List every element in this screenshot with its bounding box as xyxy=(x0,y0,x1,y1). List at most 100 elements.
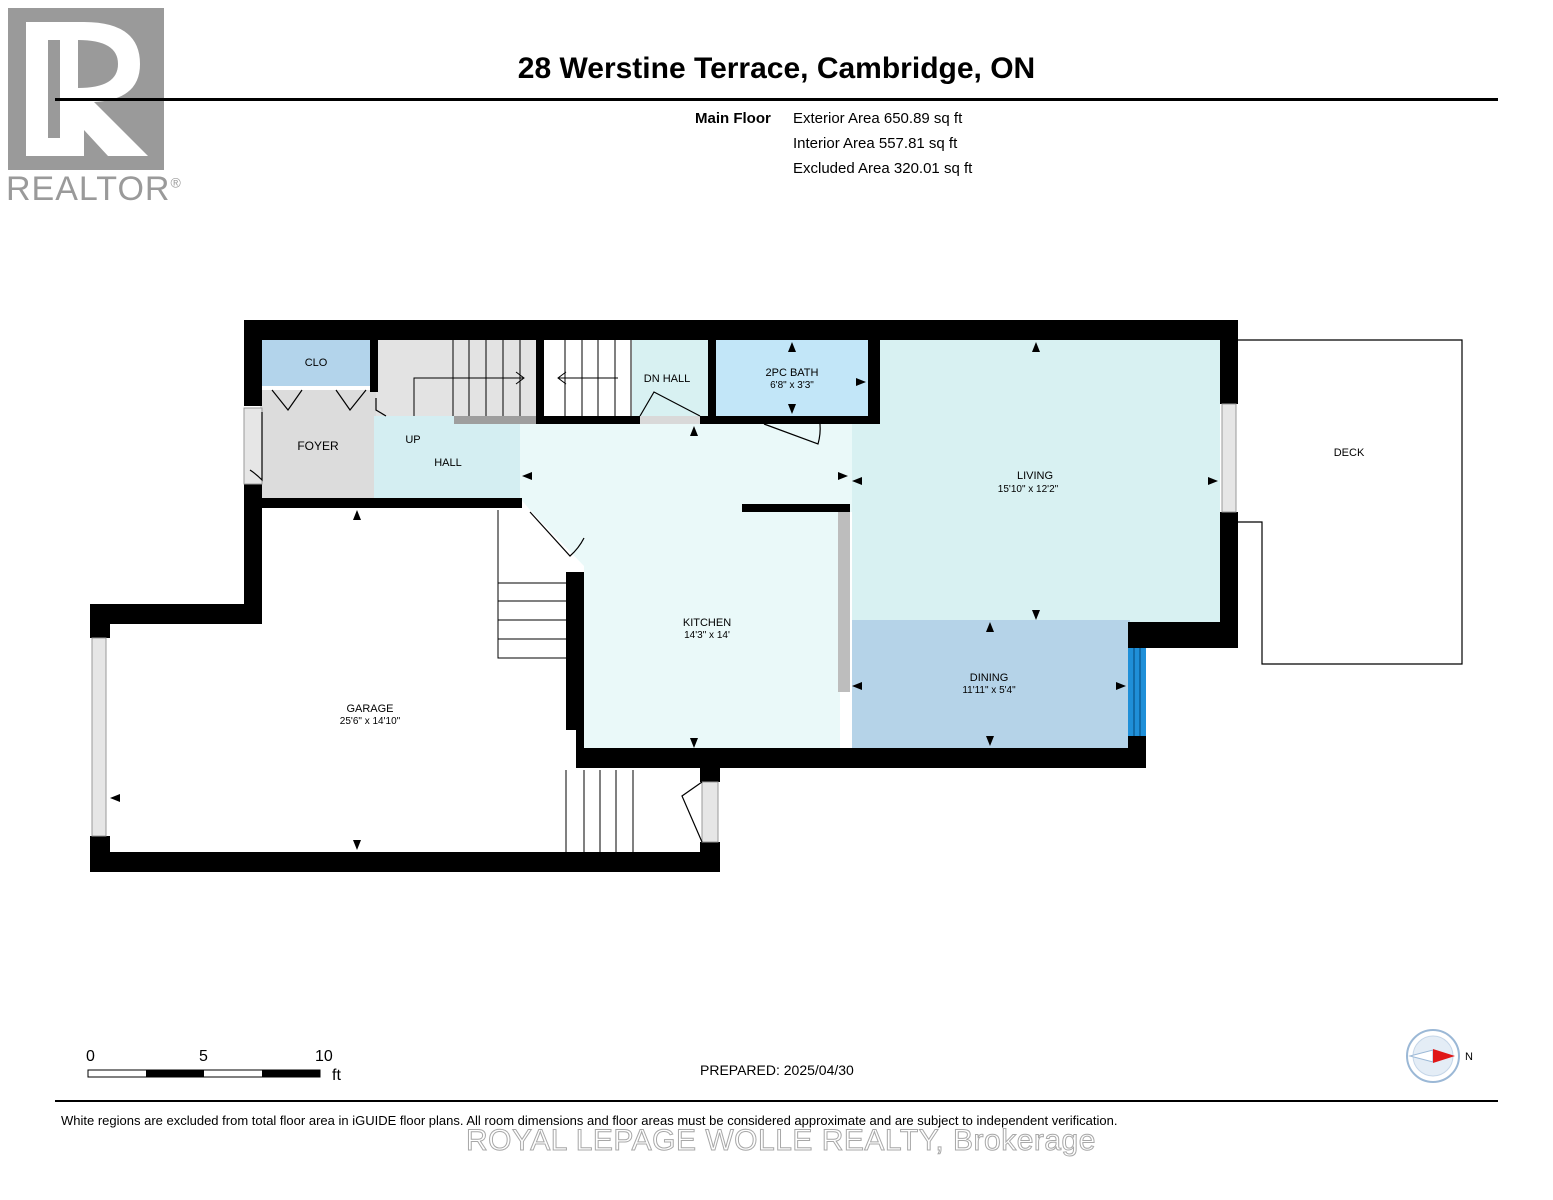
door-swing xyxy=(639,391,701,417)
dimension-tick xyxy=(110,794,120,802)
dimension-tick xyxy=(838,472,848,480)
room-label-kitchen: KITCHEN xyxy=(683,617,731,629)
room-label-foyer: FOYER xyxy=(297,439,339,453)
wall xyxy=(1220,512,1238,648)
wall xyxy=(262,498,522,508)
room-label-deck: DECK xyxy=(1334,447,1365,459)
wall xyxy=(244,484,262,608)
brokerage-watermark: ROYAL LEPAGE WOLLE REALTY, Brokerage xyxy=(466,1124,1096,1158)
dimension-tick xyxy=(856,378,866,386)
door-swing xyxy=(763,423,821,445)
clo-region xyxy=(262,338,370,386)
room-label-dining: DINING xyxy=(970,672,1009,684)
wall xyxy=(700,416,880,424)
dimension-tick xyxy=(1208,477,1218,485)
wall xyxy=(566,572,584,730)
room-label-garage: GARAGE xyxy=(346,703,393,715)
dimension-tick xyxy=(353,840,361,850)
door-swing xyxy=(375,398,387,417)
window xyxy=(640,416,700,424)
scale-label-10: 10 xyxy=(315,1048,333,1065)
room-dims-dining: 11'11" x 5'4" xyxy=(962,685,1016,696)
living-region xyxy=(852,338,1220,624)
deck-outline xyxy=(1238,339,1463,665)
wall xyxy=(868,340,880,424)
dimension-tick xyxy=(1032,610,1040,620)
dining-region xyxy=(852,620,1130,748)
realtor-wordmark: REALTOR® xyxy=(6,170,182,209)
window xyxy=(454,416,536,424)
dimension-tick xyxy=(690,426,698,436)
compass-north-label: N xyxy=(1465,1051,1473,1063)
door-swing xyxy=(249,412,263,482)
realtor-text: REALTOR xyxy=(6,170,171,208)
wall xyxy=(700,768,720,782)
scale-bar: ft xyxy=(87,1067,341,1084)
scale-unit: ft xyxy=(332,1067,341,1084)
prepared-date: PREPARED: 2025/04/30 xyxy=(700,1062,854,1078)
door-swing xyxy=(681,781,703,843)
dimension-tick xyxy=(1032,342,1040,352)
dimension-tick xyxy=(788,404,796,414)
wall xyxy=(244,320,1238,340)
dn-hall-region xyxy=(632,338,708,424)
wall xyxy=(708,340,716,424)
header-divider xyxy=(55,98,1498,101)
scale-label-0: 0 xyxy=(86,1048,95,1065)
footer-divider xyxy=(55,1100,1498,1102)
stair-area-region xyxy=(376,338,536,416)
stair-label-up: UP xyxy=(405,434,420,446)
window xyxy=(1128,648,1146,736)
room-label-bath: 2PC BATH xyxy=(766,367,819,379)
wall xyxy=(1128,622,1238,648)
page-title: 28 Werstine Terrace, Cambridge, ON xyxy=(517,52,1036,85)
wall xyxy=(90,604,110,638)
room-label-living: LIVING xyxy=(1017,470,1053,482)
wall xyxy=(700,842,720,872)
window xyxy=(91,637,107,837)
room-label-dn-hall: DN HALL xyxy=(644,373,690,385)
stair-up-arrowhead xyxy=(515,371,525,385)
compass-icon: N xyxy=(1406,1029,1473,1083)
window xyxy=(1221,403,1237,513)
window xyxy=(701,781,719,843)
wall xyxy=(1220,320,1238,404)
dimension-tick xyxy=(852,682,862,690)
dimension-tick xyxy=(788,342,796,352)
scale-label-5: 5 xyxy=(199,1048,208,1065)
floor-label: Main Floor xyxy=(695,110,771,127)
dimension-tick xyxy=(522,472,532,480)
wall xyxy=(838,504,850,512)
exterior-area: Exterior Area 650.89 sq ft xyxy=(793,110,963,127)
dimension-tick xyxy=(986,622,994,632)
stair-up-arrow xyxy=(413,377,524,416)
dimension-tick xyxy=(1116,682,1126,690)
room-label-hall: HALL xyxy=(434,457,462,469)
room-label-clo: CLO xyxy=(305,357,328,369)
wall xyxy=(742,504,850,512)
dimension-tick xyxy=(852,477,862,485)
dimension-tick xyxy=(986,736,994,746)
stair-down-arrowhead xyxy=(557,371,567,385)
wall xyxy=(576,748,1146,768)
wall xyxy=(536,416,640,424)
interior-area: Interior Area 557.81 sq ft xyxy=(793,135,958,152)
window xyxy=(838,512,850,692)
wall xyxy=(536,340,544,424)
room-dims-garage: 25'6" x 14'10" xyxy=(340,716,401,727)
door-swing xyxy=(271,389,303,412)
wall xyxy=(576,700,584,768)
wall xyxy=(370,340,378,392)
wall xyxy=(90,852,720,872)
stair-outline xyxy=(497,510,566,659)
room-dims-bath: 6'8" x 3'3" xyxy=(770,380,814,391)
dimension-tick xyxy=(690,738,698,748)
wall xyxy=(244,320,262,406)
door-swing xyxy=(335,389,367,412)
hall-region xyxy=(374,416,520,498)
door-swing xyxy=(529,511,585,557)
disclaimer-text: White regions are excluded from total fl… xyxy=(61,1113,1118,1128)
excluded-area: Excluded Area 320.01 sq ft xyxy=(793,160,973,177)
